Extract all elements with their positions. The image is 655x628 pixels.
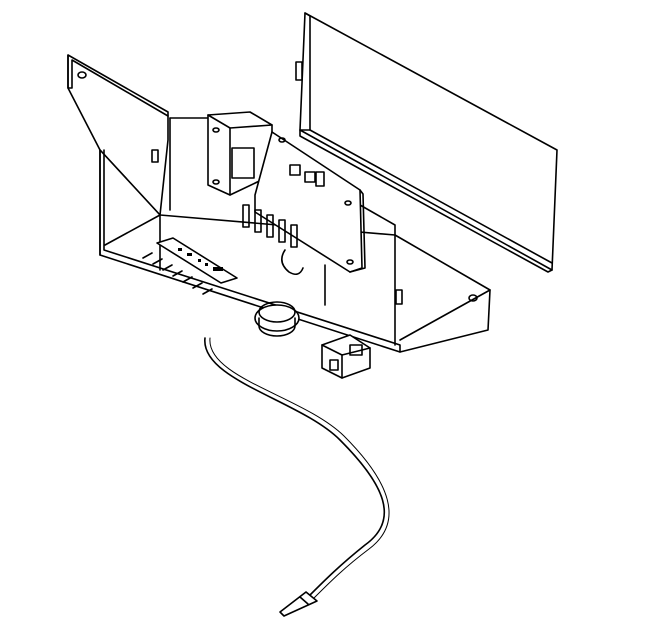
cover-panel xyxy=(295,12,558,273)
cable-clamp xyxy=(321,334,371,379)
slot xyxy=(151,149,159,163)
vent-slots xyxy=(142,252,213,295)
round-socket xyxy=(254,301,300,337)
sensor-probe xyxy=(279,591,318,617)
mounting-hole xyxy=(77,71,87,79)
mounting-bracket xyxy=(67,54,169,216)
terminals xyxy=(242,164,325,248)
label-plate xyxy=(142,237,238,295)
cover-clip xyxy=(295,61,303,81)
mounting-hole xyxy=(468,294,478,302)
slot xyxy=(395,289,403,305)
circuit-board xyxy=(242,131,366,276)
relay xyxy=(207,111,273,196)
sensor-cable xyxy=(204,337,390,599)
tray xyxy=(99,117,491,353)
